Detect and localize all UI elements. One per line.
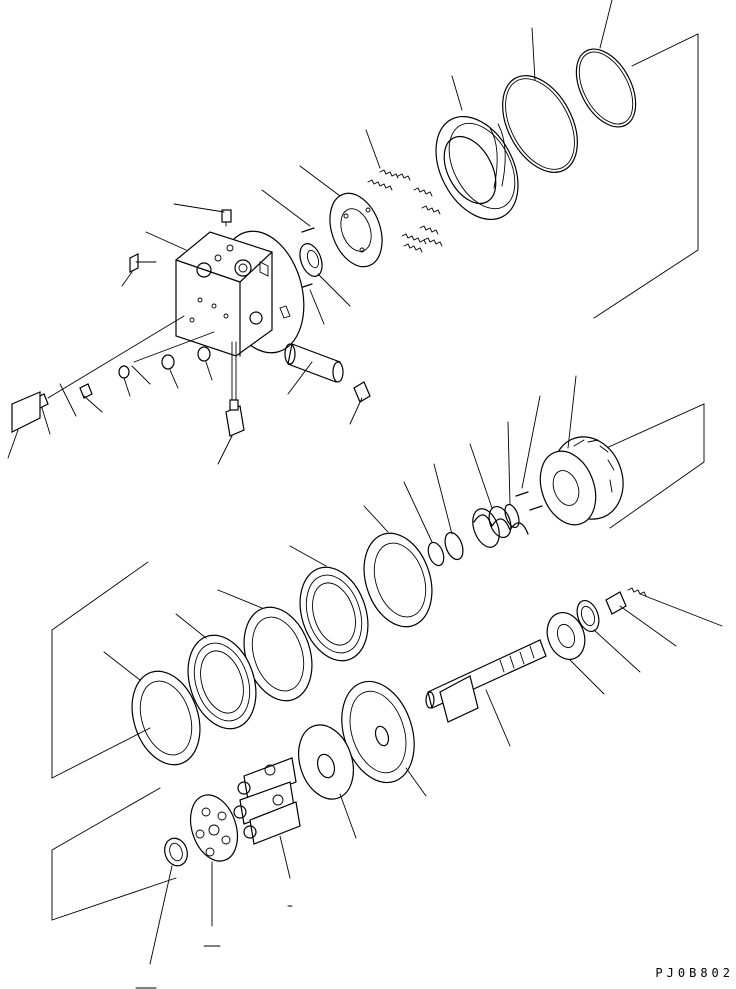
friction-plate-3 bbox=[217, 589, 313, 702]
large-o-ring-outer bbox=[575, 0, 637, 128]
piston-assembly bbox=[233, 757, 301, 879]
upper-group-bracket bbox=[593, 33, 699, 319]
cylinder-block bbox=[539, 375, 624, 526]
drawing-code: PJ0B802 bbox=[655, 966, 734, 980]
end-spring bbox=[627, 587, 723, 627]
friction-plate-1 bbox=[51, 651, 201, 779]
thrust-washers bbox=[403, 421, 520, 567]
plates-bracket bbox=[51, 561, 149, 779]
coupling bbox=[284, 343, 371, 425]
large-o-ring-inner bbox=[502, 27, 578, 173]
collar bbox=[605, 591, 677, 647]
pins bbox=[261, 189, 325, 325]
bottom-bracket bbox=[51, 787, 177, 921]
brake-springs bbox=[365, 129, 443, 253]
drain-tube bbox=[217, 341, 245, 465]
brake-piston bbox=[435, 75, 519, 221]
bearing-right bbox=[546, 612, 605, 695]
retainer-plate bbox=[189, 794, 239, 927]
friction-plate-4 bbox=[289, 545, 369, 662]
side-fittings bbox=[7, 253, 215, 459]
spring-pins bbox=[515, 395, 543, 511]
ball-guide bbox=[149, 837, 188, 965]
valve-plate bbox=[299, 165, 383, 268]
drive-shaft bbox=[425, 639, 547, 747]
friction-plate-5 bbox=[363, 505, 433, 628]
motor-housing bbox=[145, 215, 305, 357]
lower-right-bracket bbox=[601, 403, 705, 529]
bearing-small bbox=[299, 243, 351, 307]
spacer-ring bbox=[576, 599, 641, 673]
shaft-spring bbox=[469, 443, 529, 548]
thrust-plate bbox=[298, 724, 357, 839]
top-plug-screw bbox=[173, 203, 232, 223]
friction-plate-2 bbox=[175, 613, 257, 730]
